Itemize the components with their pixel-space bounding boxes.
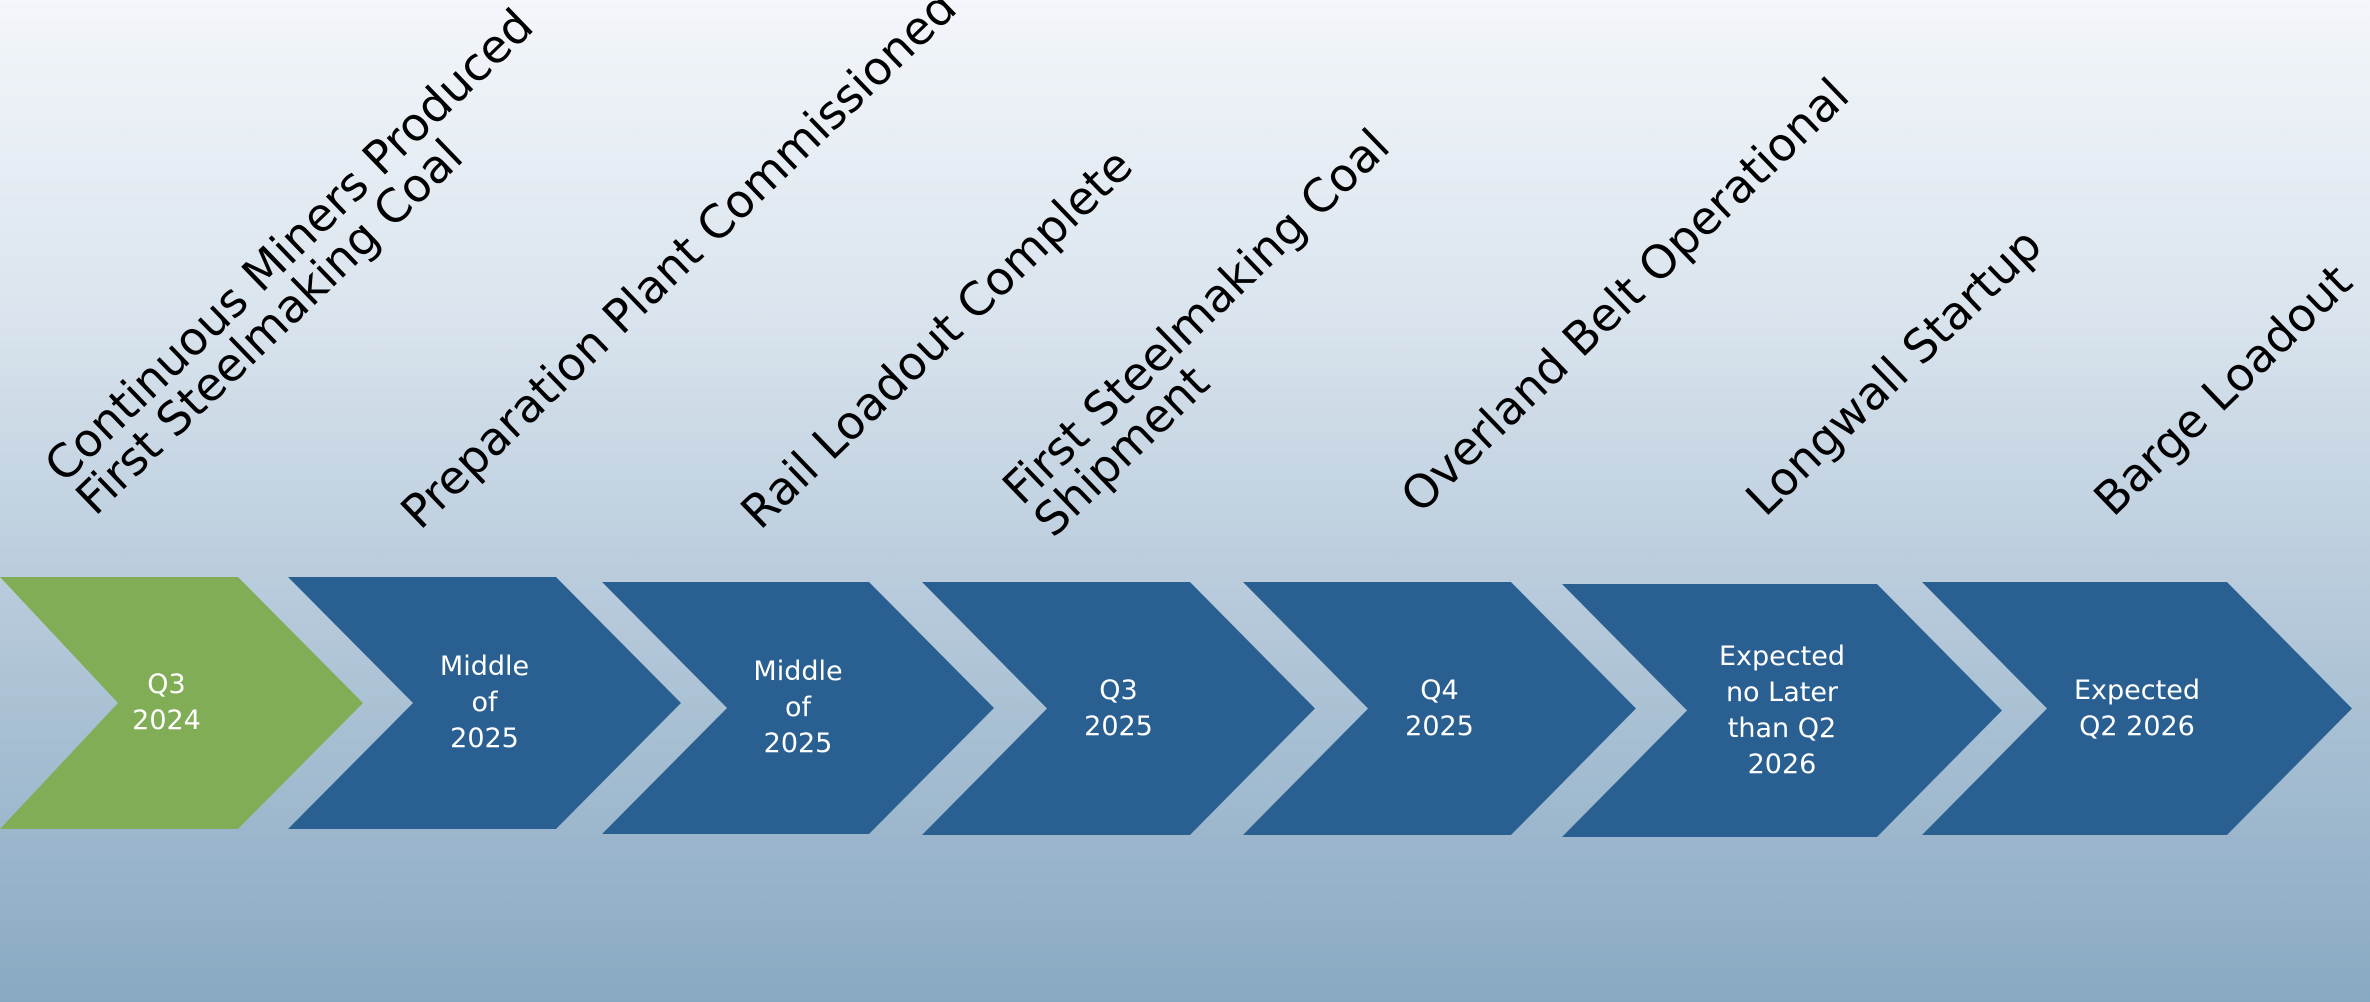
chevron-date-5: Q4 2025: [1405, 674, 1474, 742]
chevron-date-3: Middle of 2025: [753, 656, 843, 759]
timeline-chevron-1: Q3 2024: [0, 577, 363, 829]
chevron-date-2: Middle of 2025: [439, 651, 530, 754]
chevron-date-7: Expected Q2 2026: [2074, 674, 2200, 742]
chevron-date-4: Q3 2025: [1084, 674, 1153, 742]
chevron-date-6: Expected no Later than Q2 2026: [1719, 640, 1845, 780]
milestone-label-7: Barge Loadout: [2083, 253, 2363, 526]
milestone-label-6: Longwall Startup: [1735, 217, 2052, 526]
chevron-date-1: Q3 2024: [132, 669, 201, 736]
